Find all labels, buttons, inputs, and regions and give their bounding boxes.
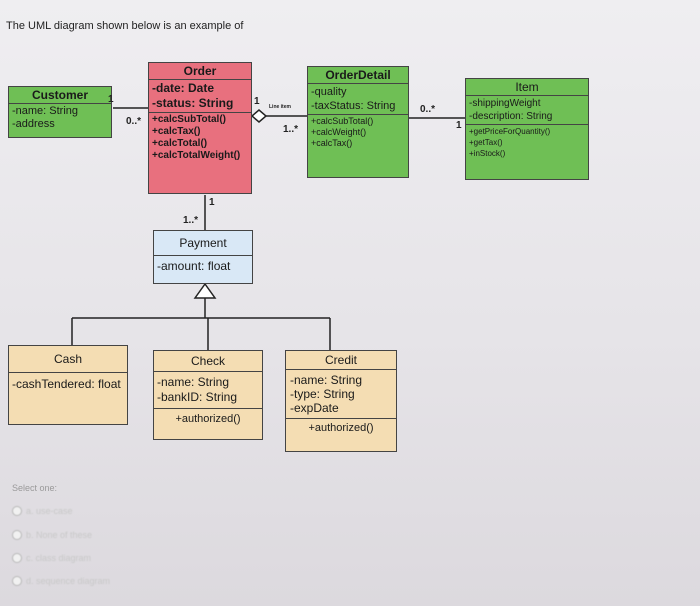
multiplicity-label: 0..*: [126, 116, 142, 127]
class-name: Customer: [9, 87, 111, 104]
option-b[interactable]: b. None of these: [12, 530, 92, 540]
option-a[interactable]: a. use-case: [12, 506, 73, 516]
attribute: -name: String: [12, 105, 79, 117]
multiplicity-label: 1: [456, 120, 462, 131]
option-label: d. sequence diagram: [26, 576, 111, 586]
class-name: Check: [154, 351, 262, 372]
option-label: b. None of these: [26, 530, 93, 540]
operation: +authorized(): [175, 413, 241, 425]
attribute: -address: [12, 118, 55, 130]
class-order: Order -date: Date -status: String +calcS…: [148, 62, 252, 194]
attributes-section: -amount: float: [154, 256, 252, 276]
generalization-triangle: [193, 282, 217, 299]
operations-section: +authorized(): [154, 409, 262, 430]
class-item: Item -shippingWeight -description: Strin…: [465, 78, 589, 180]
class-name: Item: [466, 79, 588, 96]
attribute: -amount: float: [157, 259, 231, 273]
multiplicity-label: 1: [254, 96, 260, 107]
attributes-section: -quality -taxStatus: String: [308, 84, 408, 115]
multiplicity-label: 1..*: [183, 215, 199, 226]
operation: +calcTotalWeight(): [152, 150, 241, 161]
question-text: The UML diagram shown below is an exampl…: [6, 20, 244, 32]
operation: +inStock(): [469, 149, 506, 158]
multiplicity-label: 1: [209, 197, 215, 208]
operation: +calcTax(): [311, 138, 353, 148]
attributes-section: -name: String -address: [9, 104, 111, 132]
operation: +calcTax(): [152, 126, 201, 137]
option-label: c. class diagram: [26, 553, 92, 563]
operation: +calcTotal(): [152, 138, 208, 149]
multiplicity-label: 0..*: [420, 104, 436, 115]
role-label: Line item: [269, 104, 291, 110]
operations-section: +calcSubTotal() +calcTax() +calcTotal() …: [149, 113, 251, 163]
attributes-section: -cashTendered: float: [9, 373, 127, 396]
option-c[interactable]: c. class diagram: [12, 553, 91, 563]
class-cash: Cash -cashTendered: float: [8, 345, 128, 425]
option-d[interactable]: d. sequence diagram: [12, 576, 110, 586]
operations-section: +getPriceForQuantity() +getTax() +inStoc…: [466, 125, 588, 160]
class-name: OrderDetail: [308, 67, 408, 84]
operations-section: +calcSubTotal() +calcWeight() +calcTax(): [308, 115, 408, 150]
class-orderdetail: OrderDetail -quality -taxStatus: String …: [307, 66, 409, 178]
attribute: -expDate: [290, 401, 339, 415]
attribute: -name: String: [157, 375, 230, 389]
aggregation-diamond: [250, 109, 268, 123]
class-name: Cash: [9, 346, 127, 373]
operation: +calcSubTotal(): [152, 114, 226, 125]
multiplicity-label: 1: [108, 94, 114, 105]
radio-button-icon[interactable]: [12, 553, 22, 563]
class-payment: Payment -amount: float: [153, 230, 253, 284]
attribute: -name: String: [290, 373, 363, 387]
operation: +getTax(): [469, 138, 503, 147]
attribute: -status: String: [152, 96, 234, 110]
select-one-label: Select one:: [12, 483, 58, 493]
attributes-section: -name: String -bankID: String: [154, 372, 262, 409]
class-credit: Credit -name: String -type: String -expD…: [285, 350, 397, 452]
attribute: -description: String: [469, 111, 553, 122]
operation: +calcWeight(): [311, 127, 367, 137]
class-customer: Customer -name: String -address: [8, 86, 112, 138]
attribute: -type: String: [290, 387, 355, 401]
operations-section: +authorized(): [286, 419, 396, 437]
class-name: Payment: [154, 231, 252, 256]
operation: +getPriceForQuantity(): [469, 127, 551, 136]
operation: +authorized(): [308, 422, 374, 434]
class-check: Check -name: String -bankID: String +aut…: [153, 350, 263, 440]
attributes-section: -name: String -type: String -expDate: [286, 370, 396, 419]
multiplicity-label: 1..*: [283, 124, 299, 135]
operation: +calcSubTotal(): [311, 116, 374, 126]
attribute: -taxStatus: String: [311, 100, 396, 112]
radio-button-icon[interactable]: [12, 530, 22, 540]
attribute: -quality: [311, 86, 347, 98]
radio-button-icon[interactable]: [12, 506, 22, 516]
attributes-section: -date: Date -status: String: [149, 80, 251, 113]
class-name: Order: [149, 63, 251, 80]
attribute: -date: Date: [152, 81, 215, 95]
attributes-section: -shippingWeight -description: String: [466, 96, 588, 125]
attribute: -shippingWeight: [469, 98, 541, 109]
attribute: -cashTendered: float: [12, 377, 121, 391]
option-label: a. use-case: [26, 506, 73, 516]
attribute: -bankID: String: [157, 390, 238, 404]
radio-button-icon[interactable]: [12, 576, 22, 586]
class-name: Credit: [286, 351, 396, 370]
